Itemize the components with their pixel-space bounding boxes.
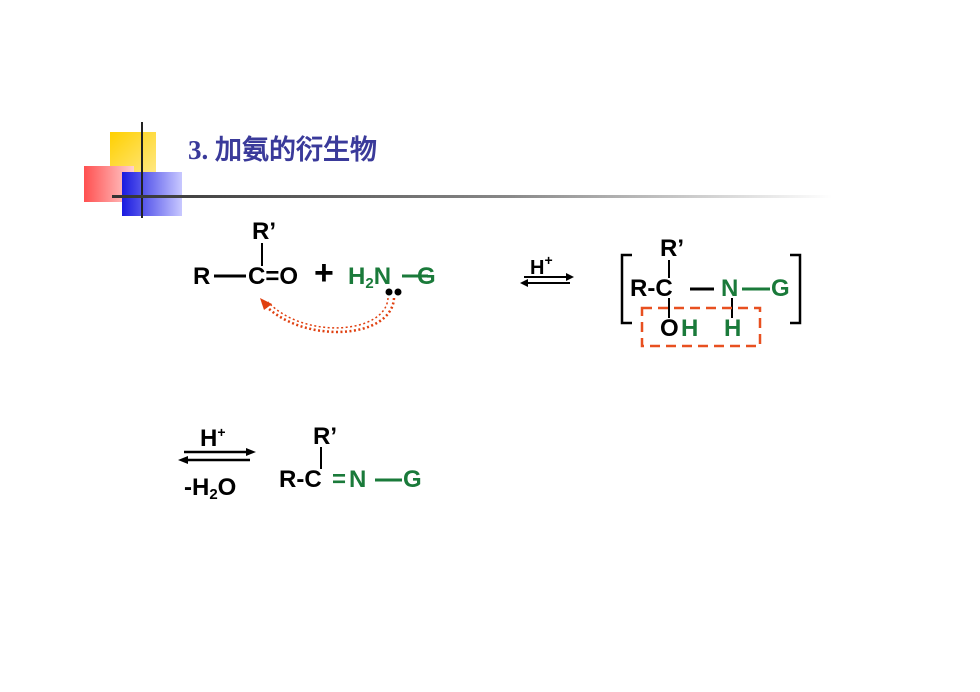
dashed-water-box: [640, 306, 762, 348]
curved-arrow-head: [260, 298, 272, 310]
product-rprime: R’: [313, 423, 337, 450]
intermediate-nh-h: H: [724, 315, 742, 342]
amine-n: N: [373, 263, 392, 290]
amine-h: H: [348, 263, 366, 290]
reactant-r: R: [193, 263, 211, 290]
lone-pair-dot-2: [394, 288, 402, 296]
product-eq: =: [332, 466, 347, 493]
product-g: G: [403, 466, 422, 493]
left-bracket: [620, 253, 632, 325]
curved-attack-arrow-inner: [267, 297, 389, 329]
catalyst-h-plus-2: H+: [200, 424, 226, 452]
lone-pair-dot-1: [385, 288, 393, 296]
intermediate-o: O: [660, 315, 679, 342]
product-rc: R-C: [279, 466, 322, 493]
minus-water: -H2O: [184, 474, 237, 503]
amine-sub: 2: [365, 275, 374, 292]
intermediate-oh-h: H: [681, 315, 699, 342]
reactant-carbonyl: C=O: [248, 263, 299, 290]
intermediate-n: N: [721, 275, 739, 302]
intermediate-rprime: R’: [660, 235, 684, 262]
title-underline: [112, 195, 832, 198]
intermediate-g: G: [771, 275, 790, 302]
product-n: N: [349, 466, 367, 493]
catalyst-h-plus-1: H+: [530, 252, 553, 279]
right-bracket: [790, 253, 802, 325]
page-title: 3. 加氨的衍生物: [188, 135, 377, 165]
plus-sign: +: [314, 254, 334, 292]
deco-blue-square: [122, 172, 182, 216]
reactant-rprime: R’: [252, 218, 276, 245]
deco-vertical-line: [141, 122, 143, 218]
intermediate-rc: R-C: [630, 275, 673, 302]
curved-attack-arrow: [261, 297, 396, 334]
